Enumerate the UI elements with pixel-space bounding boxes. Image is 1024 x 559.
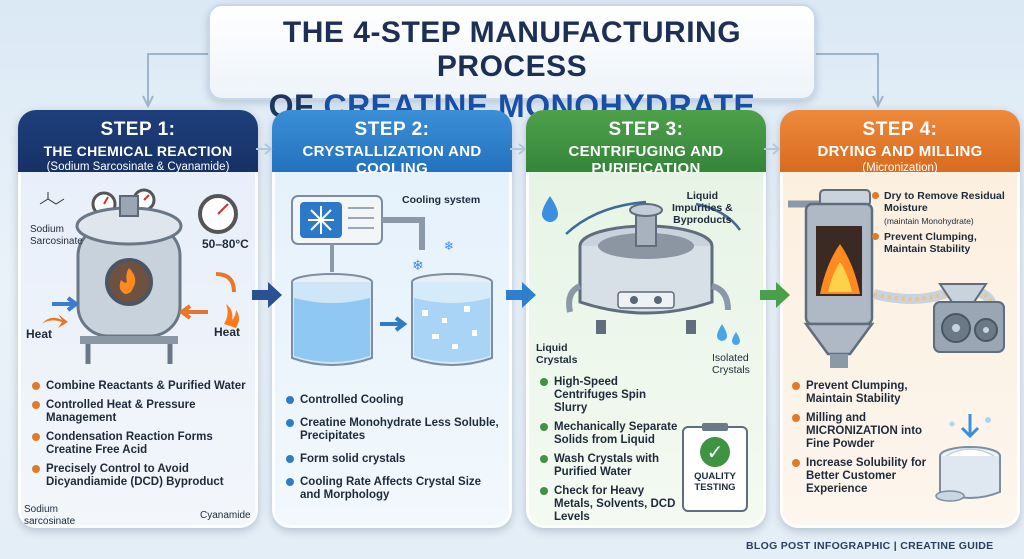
step1-note: (Sodium Sarcosinate & Cyanamide) xyxy=(46,161,230,173)
water-drops-icon xyxy=(717,324,740,345)
list-item: Mechanically Separate Solids from Liquid xyxy=(540,421,682,447)
cooling-unit-icon xyxy=(291,195,425,272)
flow-arrow-3 xyxy=(760,282,790,308)
step4-note-card: Dry to Remove Residual Moisture (maintai… xyxy=(872,190,1012,255)
top-connector-left xyxy=(142,53,210,108)
list-item: Controlled Cooling xyxy=(286,394,504,407)
step3-card: STEP 3: CENTRIFUGING AND PURIFICATION Li… xyxy=(526,110,766,528)
step4-dry-label: Dry to Remove Residual Moisture xyxy=(872,190,1012,214)
step4-note: (Micronization) xyxy=(862,162,938,174)
step1-heat-right-label: Heat xyxy=(214,325,241,339)
step3-bullet-list: High-Speed Centrifuges Spin Slurry Mecha… xyxy=(540,376,682,528)
powder-jar-icon xyxy=(935,414,1001,502)
list-item: High-Speed Centrifuges Spin Slurry xyxy=(540,376,682,415)
step1-temp-label: 50–80°C xyxy=(202,237,249,251)
top-connector-right xyxy=(816,53,884,108)
step1-card: STEP 1: THE CHEMICAL REACTION (Sodium Sa… xyxy=(18,110,258,528)
water-drop-icon xyxy=(542,196,558,222)
title-banner: THE 4-STEP MANUFACTURING PROCESS OF CREA… xyxy=(208,4,816,124)
small-arrow-2 xyxy=(510,143,527,155)
clipboard-clip-icon xyxy=(702,423,728,431)
list-item: Check for Heavy Metals, Solvents, DCD Le… xyxy=(540,485,682,524)
dryer-icon xyxy=(788,189,875,368)
step4-dry-note: (maintain Monohydrate) xyxy=(884,216,974,226)
step1-sodium-bottom-label: Sodium sarcosinate xyxy=(24,504,76,527)
centrifuge-illustration xyxy=(542,196,742,345)
step1-subtitle: THE CHEMICAL REACTION xyxy=(43,143,233,159)
step4-header: STEP 4: DRYING AND MILLING (Micronizatio… xyxy=(780,110,1020,174)
quality-testing-label: QUALITY TESTING xyxy=(694,471,736,493)
step4-card: STEP 4: DRYING AND MILLING (Micronizatio… xyxy=(780,110,1020,528)
mill-icon xyxy=(933,283,1005,353)
list-item: Combine Reactants & Purified Water xyxy=(32,380,250,393)
checkmark-icon: ✓ xyxy=(700,437,730,467)
step2-bullet-list: Controlled Cooling Creatine Monohydrate … xyxy=(286,394,504,508)
step4-subtitle: DRYING AND MILLING xyxy=(817,143,983,160)
step1-cyanamide-label: Cyanamide xyxy=(200,510,251,521)
step1-header: STEP 1: THE CHEMICAL REACTION (Sodium Sa… xyxy=(18,110,258,173)
list-item: Creatine Monohydrate Less Soluble, Preci… xyxy=(286,417,504,443)
list-item: Condensation Reaction Forms Creatine Fre… xyxy=(32,431,250,457)
step2-header: STEP 2: CRYSTALLIZATION AND COOLING xyxy=(272,110,512,177)
step1-bullet-list: Combine Reactants & Purified Water Contr… xyxy=(32,380,250,495)
footer-label: BLOG POST INFOGRAPHIC | CREATINE GUIDE xyxy=(746,540,994,552)
title-line1: THE 4-STEP MANUFACTURING PROCESS xyxy=(282,16,742,83)
list-item: Cooling Rate Affects Crystal Size and Mo… xyxy=(286,476,504,502)
step4-bullet-list: Prevent Clumping, Maintain Stability Mil… xyxy=(792,380,932,502)
list-item: Prevent Clumping, Maintain Stability xyxy=(792,380,932,406)
tank-crystals-icon xyxy=(411,273,493,366)
step2-title: STEP 2: xyxy=(354,119,430,140)
step4-prevent-label: Prevent Clumping, Maintain Stability xyxy=(872,231,1012,255)
step1-sodium-label: Sodium Sarcosinate xyxy=(30,224,83,247)
step3-subtitle: CENTRIFUGING AND PURIFICATION xyxy=(568,143,724,177)
crystallization-illustration: ❄ ❄ ❄ xyxy=(291,195,493,366)
centrifuge-icon xyxy=(566,203,731,334)
list-item: Controlled Heat & Pressure Management xyxy=(32,399,250,425)
step2-card: STEP 2: CRYSTALLIZATION AND COOLING ❄ ❄ … xyxy=(272,110,512,528)
step3-impurities-label: Liquid Impurities & Byproducts xyxy=(672,190,733,226)
list-item: Wash Crystals with Purified Water xyxy=(540,453,682,479)
step3-title: STEP 3: xyxy=(608,119,684,140)
step1-title: STEP 1: xyxy=(100,119,176,140)
step1-heat-left-label: Heat xyxy=(26,327,53,341)
step3-liquid-crystals-label: Liquid Crystals xyxy=(536,342,578,366)
tank-liquid-icon xyxy=(291,273,373,366)
flow-arrow-2 xyxy=(506,282,536,308)
small-arrow-3 xyxy=(764,143,781,155)
dryer-mill-illustration xyxy=(788,189,1005,368)
reactor-vessel-icon xyxy=(75,195,183,364)
small-arrow-1 xyxy=(256,143,273,155)
step3-isolated-label: Isolated Crystals xyxy=(712,352,750,376)
quality-testing-clipboard: ✓ QUALITY TESTING xyxy=(682,423,748,512)
list-item: Increase Solubility for Better Customer … xyxy=(792,457,932,496)
list-item: Precisely Control to Avoid Dicyandiamide… xyxy=(32,463,250,489)
flow-arrow-1 xyxy=(252,282,282,308)
reactor-illustration xyxy=(39,188,239,364)
step2-subtitle: CRYSTALLIZATION AND COOLING xyxy=(302,143,482,177)
list-item: Form solid crystals xyxy=(286,453,504,466)
svg-text:❄: ❄ xyxy=(412,258,424,274)
step2-cooling-label: Cooling system xyxy=(402,194,481,206)
step4-title: STEP 4: xyxy=(862,119,938,140)
svg-text:❄: ❄ xyxy=(444,239,454,253)
step3-header: STEP 3: CENTRIFUGING AND PURIFICATION xyxy=(526,110,766,177)
list-item: Milling and MICRONIZATION into Fine Powd… xyxy=(792,412,932,451)
molecule-icon xyxy=(39,192,65,205)
